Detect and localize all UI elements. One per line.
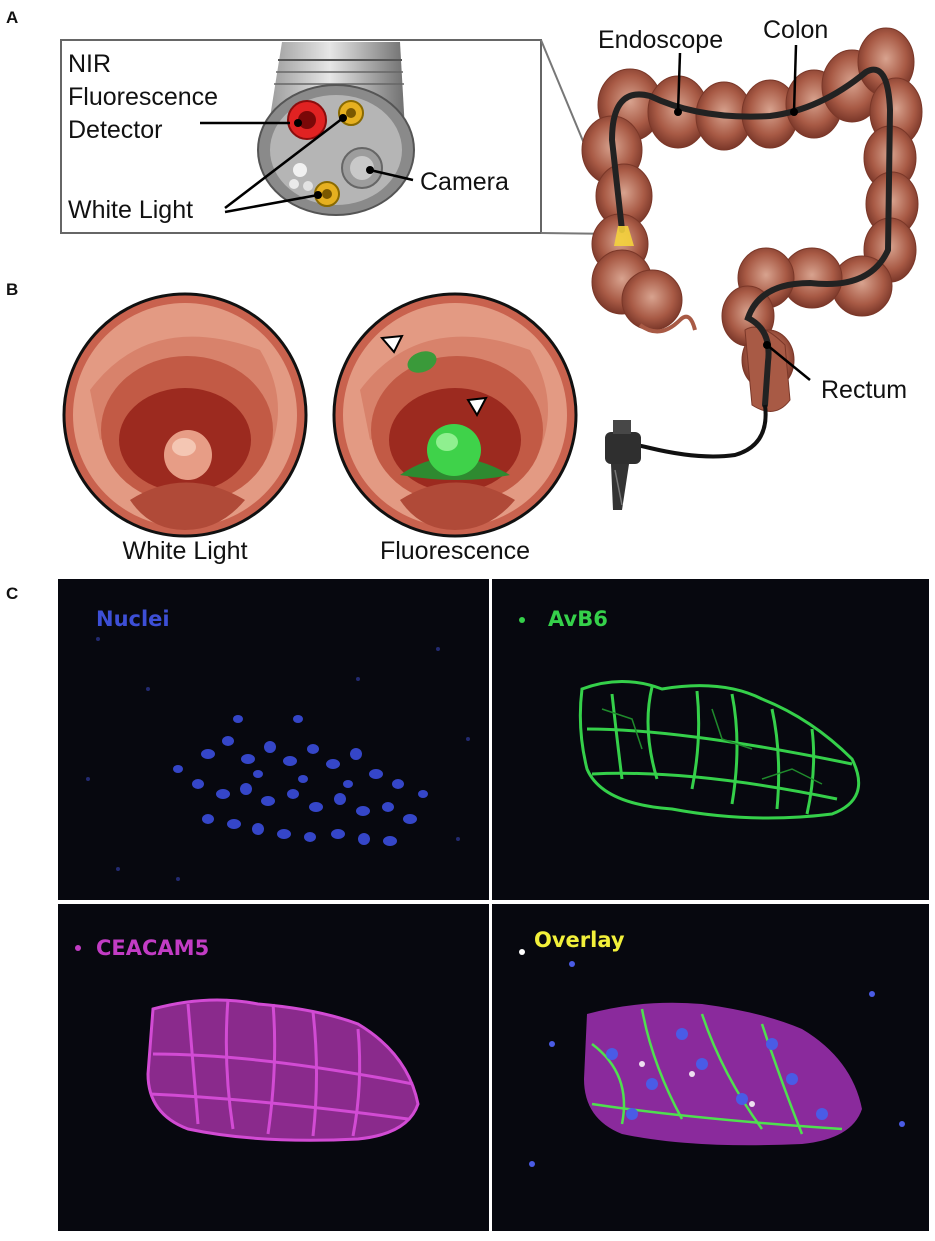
endoscope-cord <box>618 404 768 459</box>
small-fluorescent-lesion <box>407 351 437 373</box>
overlay-label: Overlay <box>534 928 625 952</box>
nir-label-line3: Detector <box>68 116 163 144</box>
ceacam5-image <box>75 945 420 1142</box>
arrowhead-small-lesion <box>379 334 404 354</box>
avb6-label: AvB6 <box>548 607 608 631</box>
endoscope-tip-inset <box>60 39 621 235</box>
nuclei-label: Nuclei <box>96 607 170 631</box>
appendix <box>638 314 697 334</box>
panel-b-letter: B <box>6 280 19 299</box>
panel-c-letter: C <box>6 584 19 603</box>
endoscope-label: Endoscope <box>598 26 724 54</box>
endoscope-pointer <box>676 52 682 113</box>
avb6-image <box>519 617 861 820</box>
rectum-label: Rectum <box>821 376 908 404</box>
camera-pointer <box>369 168 414 182</box>
white-light-pointer-2 <box>224 193 319 214</box>
nir-label-line2: Fluorescence <box>68 83 219 111</box>
rectum-pointer <box>766 344 811 381</box>
polyp-fluorescence <box>427 424 481 476</box>
colon-label: Colon <box>763 16 829 44</box>
ceacam5-label: CEACAM5 <box>96 936 210 960</box>
micrograph-nuclei: Nuclei <box>58 579 489 900</box>
white-light-caption: White Light <box>122 537 248 565</box>
scope-light-cone <box>614 226 634 246</box>
endoscope-handle <box>605 420 641 510</box>
colon-pointer <box>792 44 798 113</box>
micrograph-overlay: Overlay <box>492 904 929 1231</box>
fluorescence-view <box>332 292 578 538</box>
white-light-label: White Light <box>68 196 194 224</box>
micrograph-ceacam5: CEACAM5 <box>58 904 489 1231</box>
micrograph-avb6: AvB6 <box>492 579 929 900</box>
white-light-pointer-1 <box>224 117 344 209</box>
nuclei-image <box>86 637 470 881</box>
camera-label: Camera <box>420 168 509 196</box>
panel-a-letter: A <box>6 8 19 27</box>
white-light-view <box>62 292 308 538</box>
fluorescence-caption: Fluorescence <box>379 537 531 565</box>
endoscope-path <box>608 66 894 408</box>
overlay-image <box>519 949 905 1167</box>
nir-label-line1: NIR <box>68 50 112 78</box>
colon-illustration <box>581 27 923 510</box>
arrowhead-polyp <box>466 396 488 418</box>
